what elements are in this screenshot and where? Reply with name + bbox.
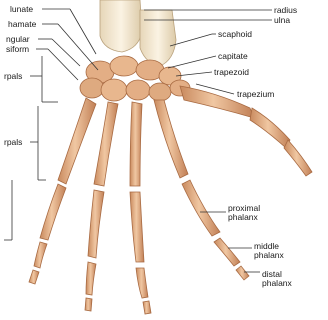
label-proximal-line2: phalanx [228,213,260,222]
label-carpals: rpals [4,72,22,81]
label-trapezoid: trapezoid [214,68,249,77]
label-scaphoid: scaphoid [218,30,252,39]
ulna-bone [100,0,142,52]
label-middle-phalanx: middle phalanx [254,242,284,260]
label-middle-line2: phalanx [254,251,284,260]
label-pisiform: siform [6,45,29,54]
label-lunate: lunate [10,5,33,14]
label-distal-phalanx: distal phalanx [262,270,292,288]
label-triangular: ngular [6,35,30,44]
radius-bone [140,10,176,66]
label-radius: radius [274,6,297,15]
label-hamate: hamate [8,20,36,29]
finger-bones [29,98,249,314]
label-proximal-phalanx: proximal phalanx [228,204,260,222]
carpal-bones [80,56,190,101]
thumb-bones [180,86,312,176]
label-trapezium: trapezium [237,90,274,99]
label-distal-line2: phalanx [262,279,292,288]
label-capitate: capitate [218,52,248,61]
label-ulna: ulna [274,16,290,25]
label-metacarpals: rpals [4,138,22,147]
